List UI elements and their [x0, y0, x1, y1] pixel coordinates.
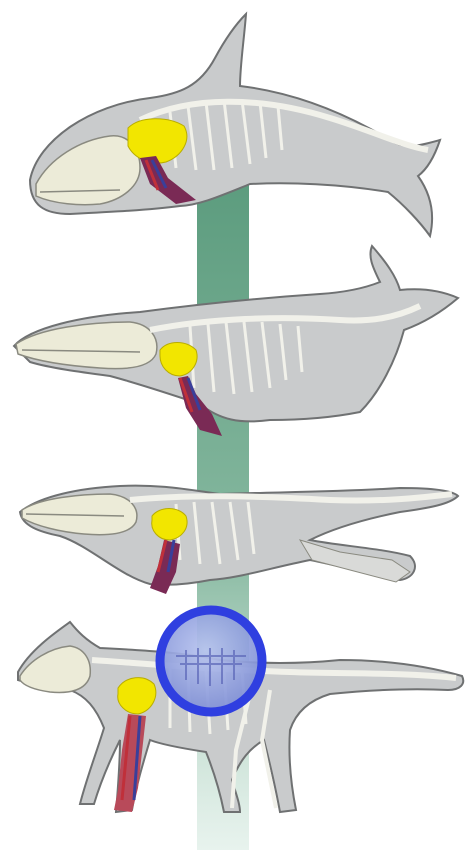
land-ancestor-skull [20, 646, 90, 692]
ribcage-highlight-circle [160, 610, 262, 712]
